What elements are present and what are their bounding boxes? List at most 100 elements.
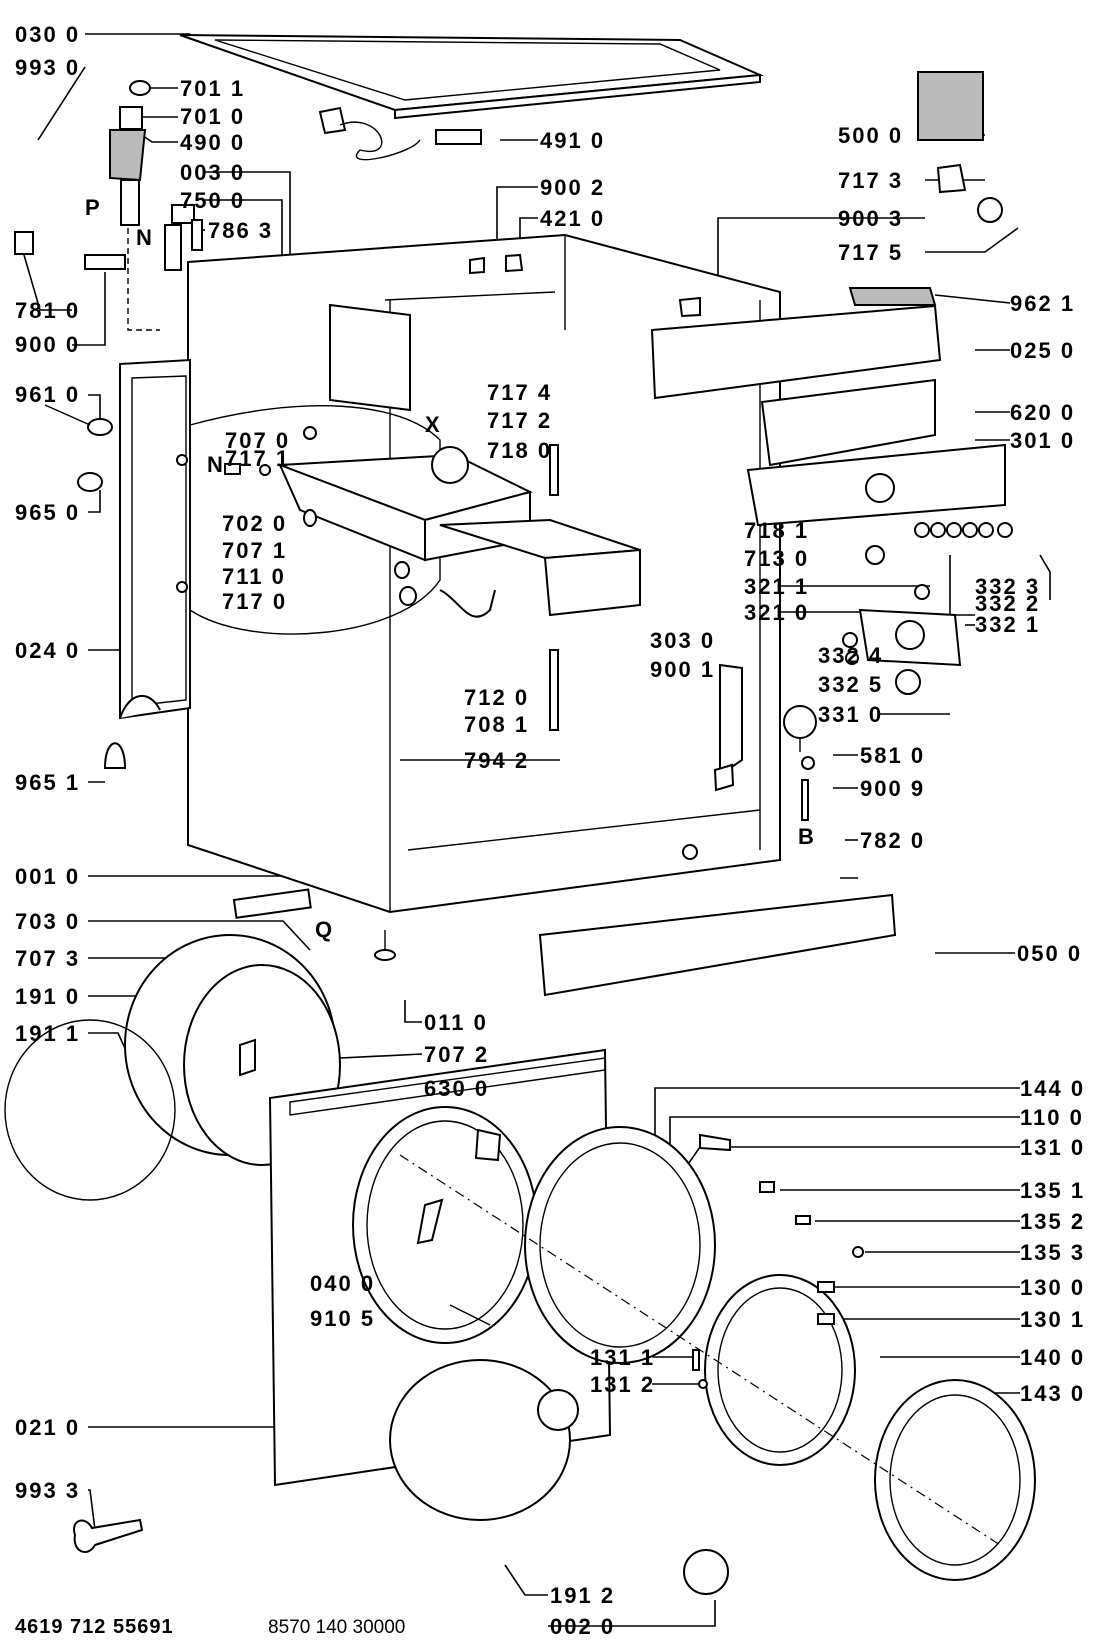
label-331-0: 331 0 <box>818 702 883 727</box>
label-961-0: 961 0 <box>15 382 80 407</box>
label-707-1: 707 1 <box>222 538 287 563</box>
marker-P-1: P <box>85 195 102 220</box>
footer: 4619 712 55691 8570 140 30000 <box>15 1616 405 1638</box>
label-711-0: 711 0 <box>222 564 286 589</box>
label-110-0: 110 0 <box>1020 1105 1084 1130</box>
label-707-2: 707 2 <box>424 1042 489 1067</box>
label-191-2: 191 2 <box>550 1583 615 1608</box>
label-191-0: 191 0 <box>15 984 80 1009</box>
marker-X: X <box>425 412 442 437</box>
label-131-0: 131 0 <box>1020 1135 1085 1160</box>
control-panel-025 <box>650 287 942 400</box>
label-130-0: 130 0 <box>1020 1275 1085 1300</box>
knobs-and-buttons: B <box>783 522 1013 849</box>
label-993-0: 993 0 <box>15 55 80 80</box>
fascia-301 <box>746 443 1006 527</box>
label-131-1: 131 1 <box>590 1345 655 1370</box>
back-panel-024 <box>119 358 191 720</box>
label-021-0: 021 0 <box>15 1415 80 1440</box>
label-900-9: 900 9 <box>860 776 925 801</box>
label-144-0: 144 0 <box>1020 1076 1085 1101</box>
label-491-0: 491 0 <box>540 128 605 153</box>
cable-490 <box>318 106 482 161</box>
label-025-0: 025 0 <box>1010 338 1075 363</box>
label-131-2: 131 2 <box>590 1372 655 1397</box>
water-valve-top <box>109 80 160 331</box>
pcb-620 <box>760 378 936 467</box>
label-707-0: 707 0 <box>225 428 290 453</box>
label-002-0: 002 0 <box>550 1614 615 1639</box>
label-630-0: 630 0 <box>424 1076 489 1101</box>
label-050-0: 050 0 <box>1017 941 1082 966</box>
drawer-303 <box>439 518 641 617</box>
footer-part-number: 4619 712 55691 <box>15 1616 174 1638</box>
label-717-0: 717 0 <box>222 589 287 614</box>
small-parts-left <box>44 404 127 769</box>
label-332-5: 332 5 <box>818 672 883 697</box>
label-301-0: 301 0 <box>1010 428 1075 453</box>
label-703-0: 703 0 <box>15 909 80 934</box>
door-switch-900-1 <box>713 663 743 792</box>
label-701-1: 701 1 <box>180 76 245 101</box>
label-030-0: 030 0 <box>15 22 80 47</box>
label-130-1: 130 1 <box>1020 1307 1085 1332</box>
label-321-1: 321 1 <box>744 574 809 599</box>
cabinet-frame <box>187 233 781 914</box>
label-962-1: 962 1 <box>1010 291 1075 316</box>
label-421-0: 421 0 <box>540 206 605 231</box>
label-702-0: 702 0 <box>222 511 287 536</box>
label-024-0: 024 0 <box>15 638 80 663</box>
label-993-3: 993 3 <box>15 1478 80 1503</box>
front-panel-021 <box>268 1048 612 1521</box>
electronics-500 <box>469 71 1003 318</box>
label-717-3: 717 3 <box>838 168 903 193</box>
marker-N-2: N <box>207 452 225 477</box>
door-assembly <box>399 1126 1036 1581</box>
label-718-0: 718 0 <box>487 438 552 463</box>
label-717-4: 717 4 <box>487 380 552 405</box>
label-750-0: 750 0 <box>180 188 245 213</box>
label-191-1: 191 1 <box>15 1021 80 1046</box>
label-900-2: 900 2 <box>540 175 605 200</box>
label-900-0: 900 0 <box>15 332 80 357</box>
label-332-4: 332 4 <box>818 643 883 668</box>
label-794-2: 794 2 <box>464 748 529 773</box>
label-135-2: 135 2 <box>1020 1209 1085 1234</box>
label-003-0: 003 0 <box>180 160 245 185</box>
label-332-2: 332 2 <box>975 591 1040 616</box>
label-321-0: 321 0 <box>744 600 809 625</box>
label-143-0: 143 0 <box>1020 1381 1085 1406</box>
label-708-1: 708 1 <box>464 712 529 737</box>
label-965-1: 965 1 <box>15 770 80 795</box>
label-500-0: 500 0 <box>838 123 903 148</box>
marker-B: B <box>798 824 816 849</box>
callout-labels: 030 0 993 0 701 1 701 0 490 0 003 0 750 … <box>15 22 1085 1639</box>
top-cover <box>179 34 764 120</box>
label-581-0: 581 0 <box>860 743 925 768</box>
label-900-1: 900 1 <box>650 657 715 682</box>
label-910-5: 910 5 <box>310 1306 375 1331</box>
label-332-1: 332 1 <box>975 612 1040 637</box>
label-786-3: 786 3 <box>208 218 273 243</box>
label-717-1: 717 1 <box>225 446 290 471</box>
label-040-0: 040 0 <box>310 1271 375 1296</box>
base-strip-050 <box>538 893 897 997</box>
label-781-0: 781 0 <box>15 298 80 323</box>
label-707-3: 707 3 <box>15 946 80 971</box>
wrench-993-3 <box>73 1518 144 1554</box>
inlet-hose: P <box>14 134 102 255</box>
label-620-0: 620 0 <box>1010 400 1075 425</box>
label-782-0: 782 0 <box>860 828 925 853</box>
label-135-1: 135 1 <box>1020 1178 1085 1203</box>
marker-N-1: N <box>136 225 154 250</box>
label-303-0: 303 0 <box>650 628 715 653</box>
marker-Q: Q <box>315 917 334 942</box>
label-332-3: 332 3 <box>975 574 1040 599</box>
valve-n-bracket: N <box>84 204 203 271</box>
label-011-0: 011 0 <box>424 1010 488 1035</box>
detergent-drawer-housing: X N <box>207 412 533 618</box>
label-001-0: 001 0 <box>15 864 80 889</box>
label-717-2: 717 2 <box>487 408 552 433</box>
label-135-3: 135 3 <box>1020 1240 1085 1265</box>
